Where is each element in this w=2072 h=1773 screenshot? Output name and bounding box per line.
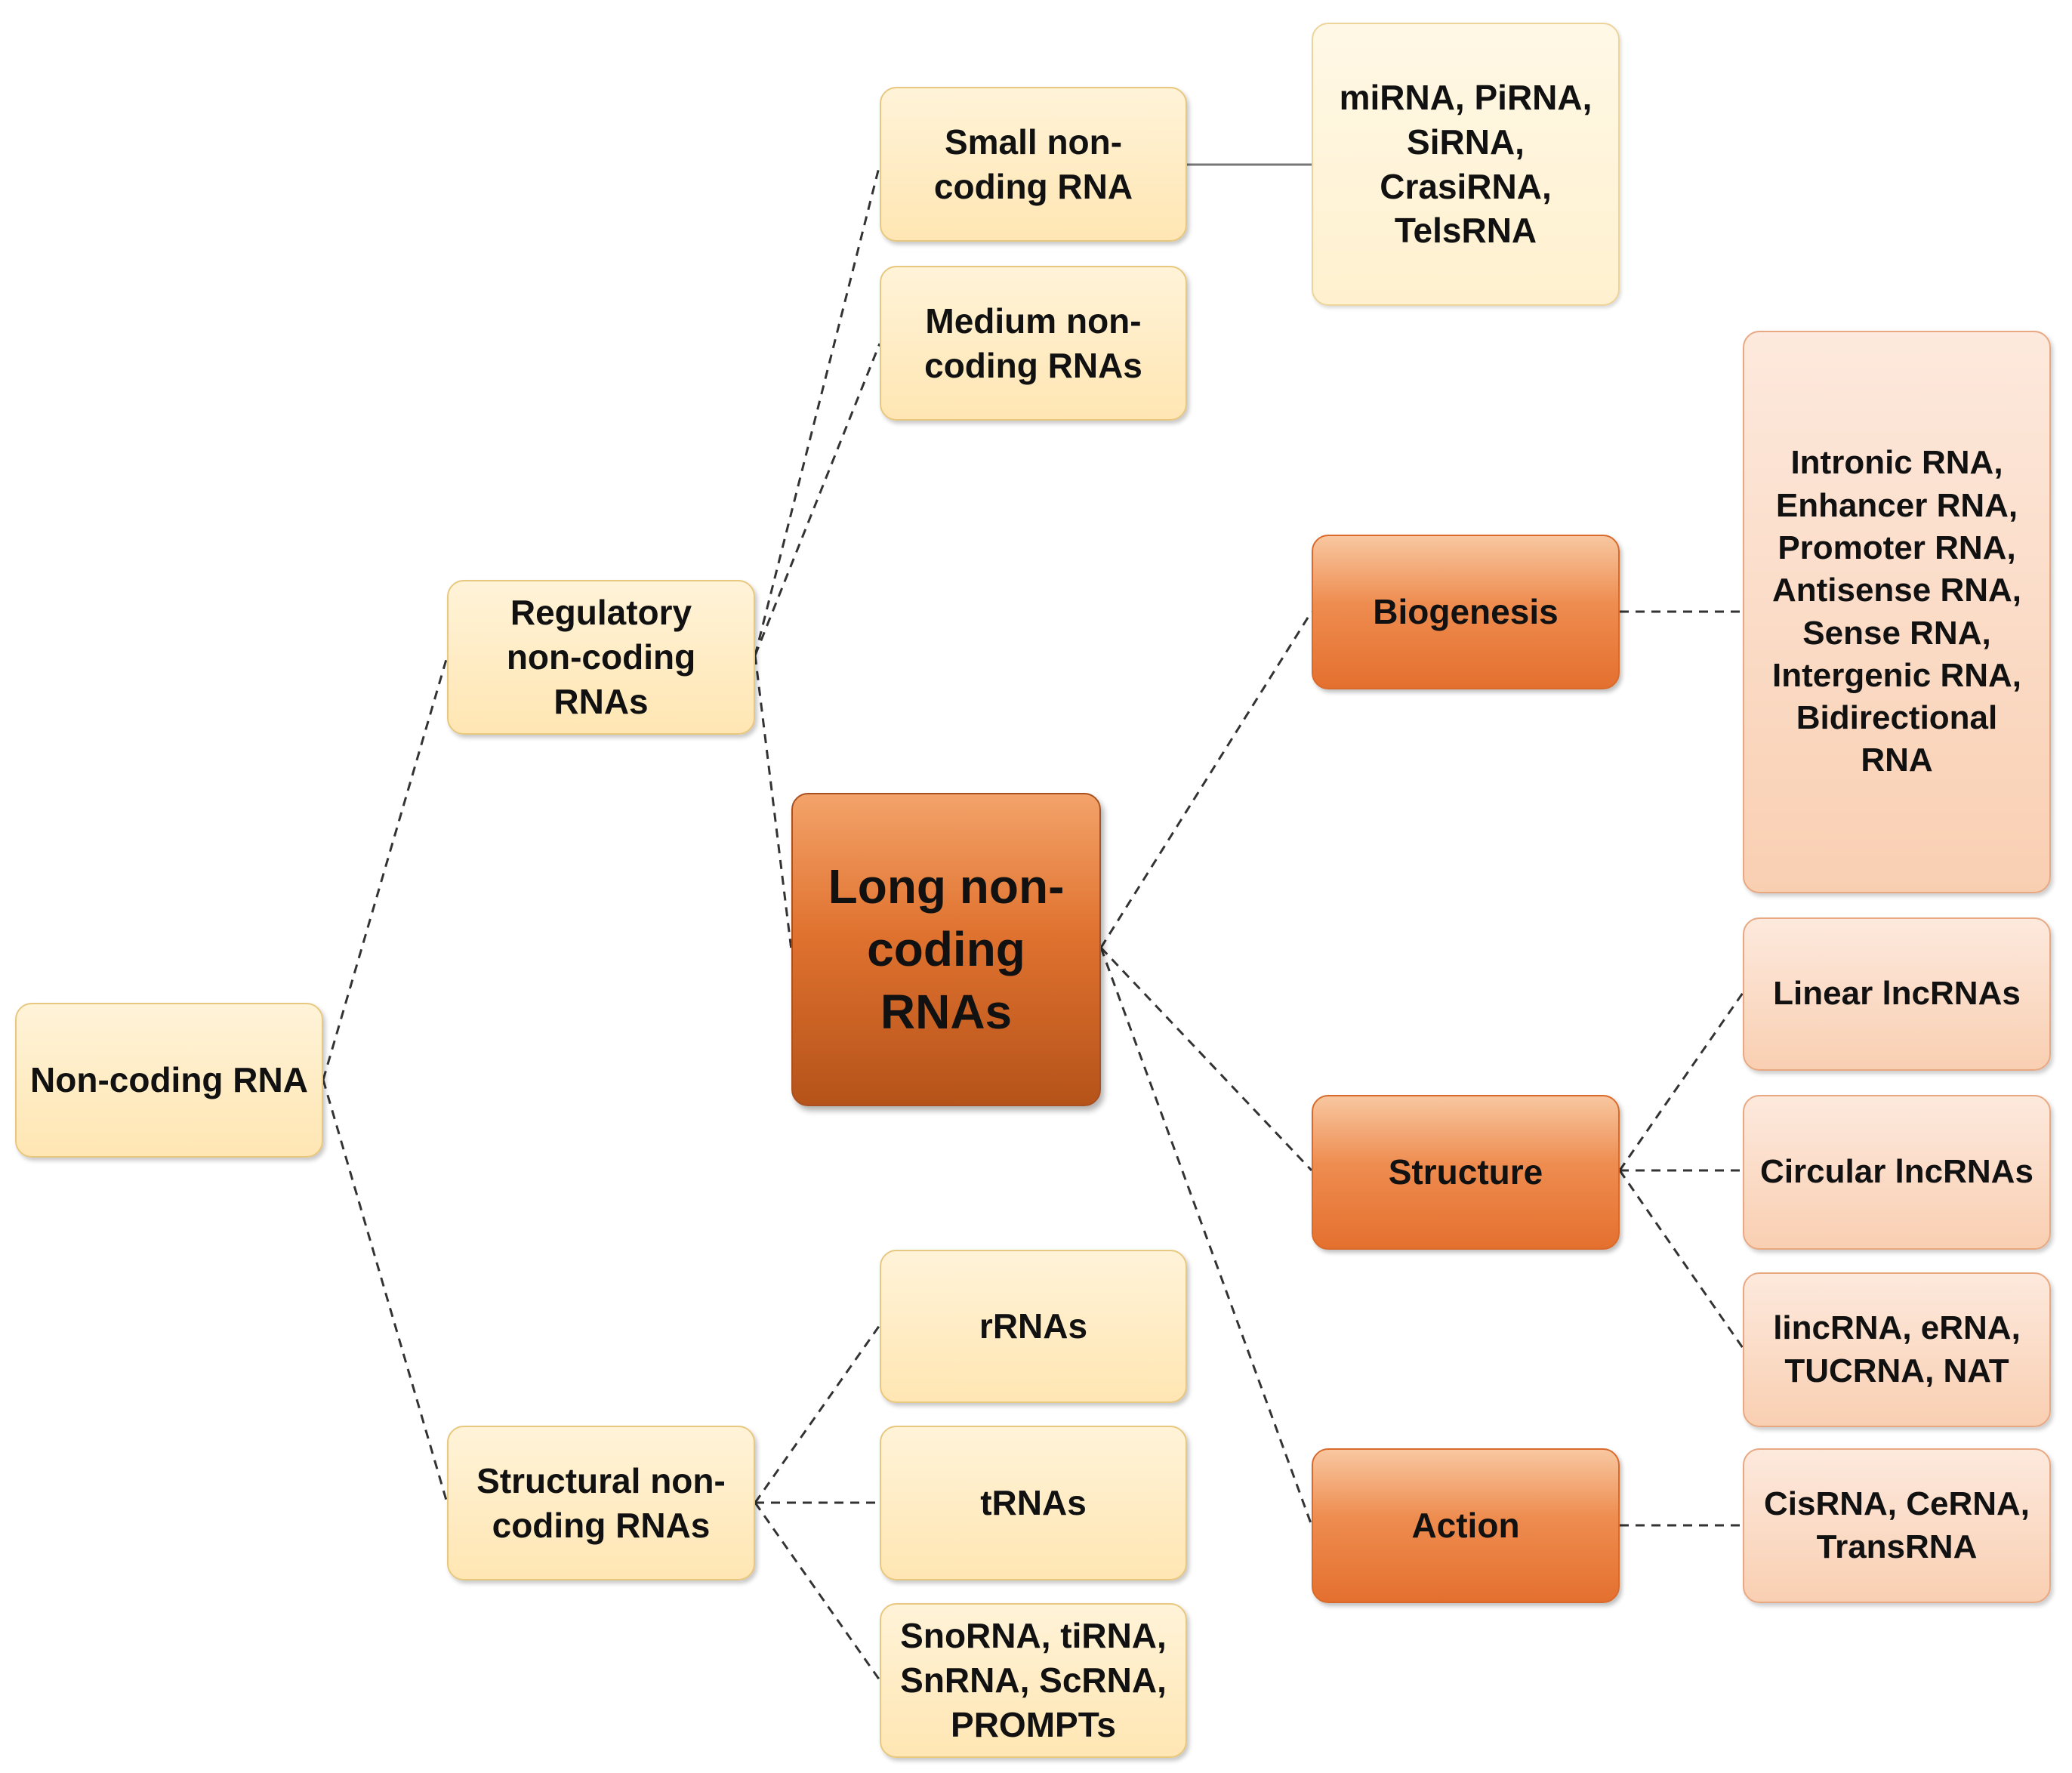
node-non-coding-rna: Non-coding RNA	[15, 1003, 323, 1158]
node-structure-label: Structure	[1388, 1152, 1543, 1192]
link-root-regulatory	[322, 656, 449, 1081]
node-biogenesis-types-label: Intronic RNA, Enhancer RNA, Promoter RNA…	[1771, 444, 2022, 779]
node-linear-lncrnas: Linear lncRNAs	[1743, 917, 2051, 1071]
node-long-ncrnas-label: Long non-coding RNAs	[828, 859, 1065, 1040]
node-action-types-label: CisRNA, CeRNA, TransRNA	[1763, 1485, 2030, 1565]
node-linear-lncrnas-label: Linear lncRNAs	[1773, 975, 2021, 1013]
node-biogenesis-types: Intronic RNA, Enhancer RNA, Promoter RNA…	[1743, 331, 2051, 893]
node-trnas: tRNAs	[880, 1426, 1187, 1580]
node-structural-examples: SnoRNA, tiRNA, SnRNA, ScRNA, PROMPTs	[880, 1603, 1187, 1758]
node-small-ncrna-label: Small non-coding RNA	[933, 122, 1133, 206]
node-biogenesis-label: Biogenesis	[1373, 592, 1559, 632]
link-structure-examples	[1618, 1170, 1744, 1349]
node-structure: Structure	[1312, 1095, 1620, 1250]
node-regulatory-ncrnas-label: Regulatory non-coding RNAs	[506, 593, 696, 721]
link-regulatory-small	[754, 164, 881, 656]
node-structural-ncrnas: Structural non-coding RNAs	[447, 1426, 755, 1580]
node-structural-ncrnas-label: Structural non-coding RNAs	[476, 1460, 726, 1545]
node-structure-examples: lincRNA, eRNA, TUCRNA, NAT	[1743, 1272, 2051, 1427]
link-long-action	[1099, 947, 1313, 1526]
node-circular-lncrnas: Circular lncRNAs	[1743, 1095, 2051, 1250]
link-regulatory-long	[754, 655, 793, 951]
node-regulatory-ncrnas: Regulatory non-coding RNAs	[447, 580, 755, 735]
node-rrnas-label: rRNAs	[979, 1306, 1088, 1346]
link-root-structural	[322, 1079, 449, 1503]
link-long-structure	[1099, 946, 1313, 1172]
node-biogenesis: Biogenesis	[1312, 535, 1620, 689]
link-structural-examples	[754, 1502, 881, 1681]
node-non-coding-rna-label: Non-coding RNA	[30, 1060, 308, 1100]
link-structure-linear	[1618, 992, 1744, 1171]
node-long-ncrnas: Long non-coding RNAs	[791, 793, 1101, 1106]
link-long-biogenesis	[1099, 611, 1313, 948]
node-structure-examples-label: lincRNA, eRNA, TUCRNA, NAT	[1773, 1309, 2021, 1389]
node-small-ncrna-examples-label: miRNA, PiRNA, SiRNA, CrasiRNA, TelsRNA	[1339, 77, 1593, 251]
node-rrnas: rRNAs	[880, 1250, 1187, 1403]
node-action-types: CisRNA, CeRNA, TransRNA	[1743, 1448, 2051, 1603]
node-structural-examples-label: SnoRNA, tiRNA, SnRNA, ScRNA, PROMPTs	[900, 1616, 1167, 1744]
node-trnas-label: tRNAs	[980, 1483, 1087, 1523]
node-action: Action	[1312, 1448, 1620, 1603]
node-small-ncrna-examples: miRNA, PiRNA, SiRNA, CrasiRNA, TelsRNA	[1312, 23, 1620, 306]
node-action-label: Action	[1411, 1506, 1520, 1546]
node-medium-ncrnas: Medium non-coding RNAs	[880, 266, 1187, 421]
link-regulatory-medium	[754, 343, 881, 656]
link-structural-rrnas	[754, 1324, 881, 1503]
node-small-ncrna: Small non-coding RNA	[880, 87, 1187, 242]
node-circular-lncrnas-label: Circular lncRNAs	[1760, 1153, 2033, 1191]
node-medium-ncrnas-label: Medium non-coding RNAs	[924, 301, 1142, 385]
